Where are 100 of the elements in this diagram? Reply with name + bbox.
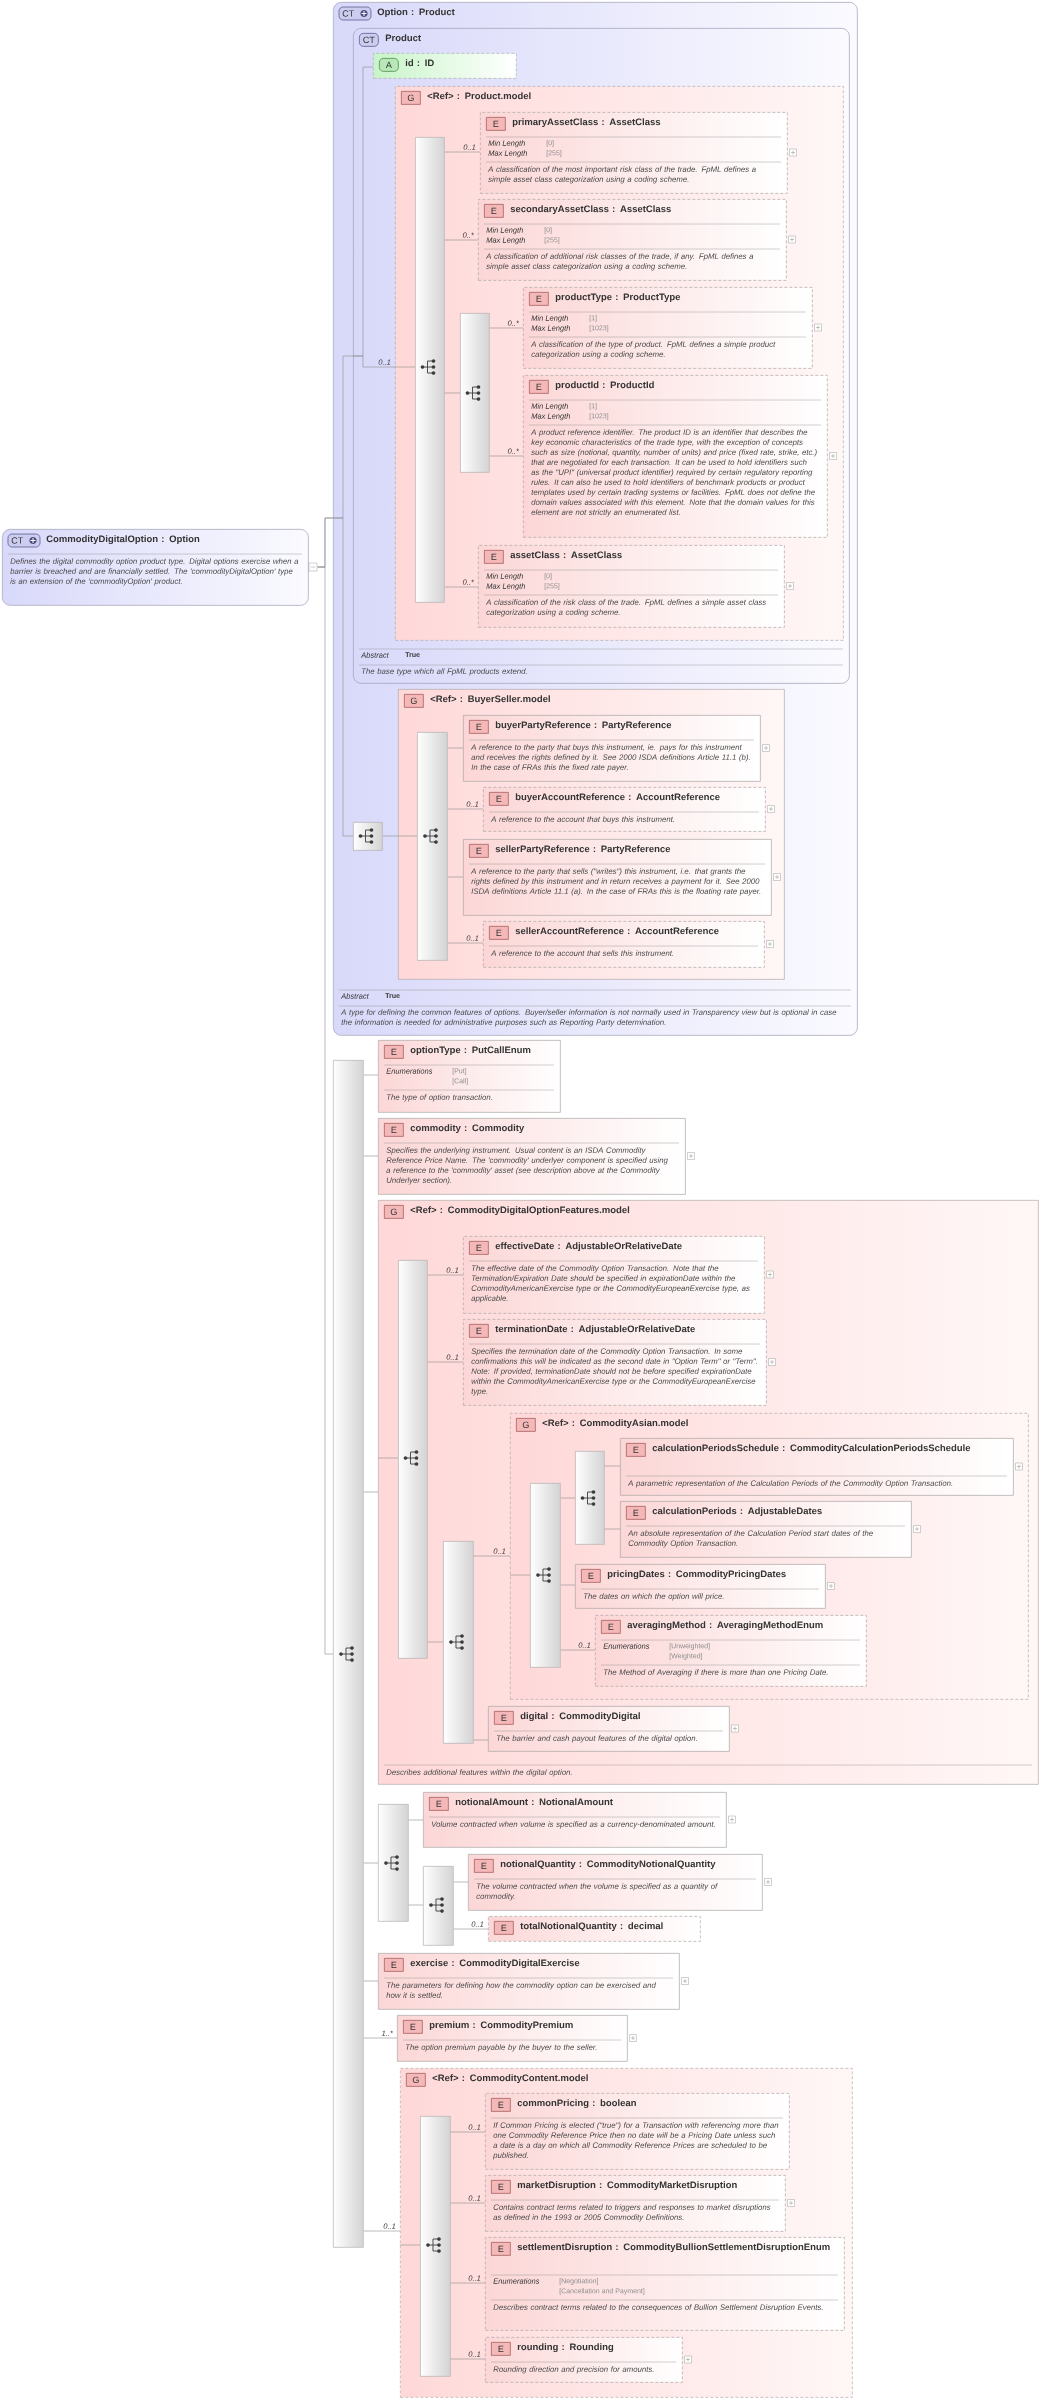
type-badge: E [469, 844, 489, 858]
element-name: CommodityDigitalOption : Option [46, 535, 200, 545]
element-box [488, 1916, 701, 1942]
sequence-bar [443, 1541, 474, 1744]
connector-line [450, 2358, 486, 2360]
connector-line [453, 1928, 489, 1930]
sequence-bar [378, 1804, 409, 1922]
type-badge: G [401, 91, 421, 105]
type-badge: E [384, 1958, 404, 1972]
element-box [478, 199, 787, 281]
element-name: Option : Product [377, 8, 455, 18]
sequence-bar [530, 1483, 561, 1668]
connector-line [427, 1641, 444, 1643]
element-box [523, 287, 813, 369]
element-box [620, 1438, 1014, 1496]
connector-line [560, 1649, 596, 1651]
element-name: <Ref> : CommodityDigitalOptionFeatures.model [410, 1206, 630, 1216]
connector-line [363, 1491, 379, 1493]
connector-line [473, 1555, 511, 1557]
element-name: averagingMethod : AveragingMethodEnum [627, 1621, 823, 1631]
type-badge: E [581, 1569, 601, 1583]
element-box [595, 1615, 867, 1687]
type-badge: E [429, 1797, 449, 1811]
type-badge: A [379, 58, 399, 72]
element-box [463, 1319, 767, 1406]
element-name: <Ref> : CommodityAsian.model [542, 1419, 688, 1429]
connector-line [363, 1074, 379, 1076]
connector-line [397, 835, 418, 837]
sequence-bar [417, 732, 448, 961]
element-name: secondaryAssetClass : AssetClass [510, 205, 671, 215]
element-name: buyerPartyReference : PartyReference [495, 721, 672, 731]
connector-line [317, 566, 334, 1655]
type-badge: E [494, 1711, 514, 1725]
type-badge: E [491, 2342, 511, 2356]
element-box [480, 112, 788, 194]
element-box [488, 1706, 730, 1752]
connector-line [408, 1904, 424, 1906]
connector-line [453, 1881, 469, 1883]
element-name: assetClass : AssetClass [510, 551, 622, 559]
sequence-bar [460, 313, 490, 473]
connector-line [450, 2282, 486, 2284]
connector-line [444, 586, 479, 588]
type-badge: G [404, 694, 424, 708]
type-badge: E [484, 204, 504, 218]
element-name: productId : ProductId [555, 381, 654, 391]
element-name: optionType : PutCallEnum [410, 1046, 531, 1056]
type-badge: E [384, 1123, 404, 1137]
element-name: <Ref> : BuyerSeller.model [430, 695, 550, 705]
connector-line [363, 2037, 398, 2039]
connector-line [444, 151, 481, 153]
type-badge: E [491, 2098, 511, 2112]
element-box [397, 2015, 628, 2062]
connector-line [363, 1980, 379, 1982]
type-badge: G [384, 1205, 404, 1219]
connector-line [427, 1361, 464, 1363]
type-badge: E [484, 550, 504, 564]
connector-line [489, 327, 524, 329]
connector-line [604, 1528, 621, 1530]
type-badge: E [403, 2020, 423, 2034]
element-box [485, 2175, 786, 2232]
type-badge: E [529, 292, 549, 306]
connector-line [560, 1497, 576, 1499]
element-name: effectiveDate : AdjustableOrRelativeDate [495, 1242, 682, 1252]
element-name: rounding : Rounding [517, 2343, 614, 2353]
type-badge: E [491, 2180, 511, 2194]
sequence-bar [398, 1260, 428, 1659]
element-box [485, 2093, 790, 2170]
type-badge: E [384, 1045, 404, 1059]
element-name: buyerAccountReference : AccountReference [515, 793, 720, 803]
type-badge: E [491, 2242, 511, 2256]
connector-line [444, 392, 461, 394]
element-name: digital : CommodityDigital [520, 1712, 640, 1722]
element-name: sellerPartyReference : PartyReference [495, 845, 671, 855]
connector-line [447, 747, 464, 749]
element-name: productType : ProductType [555, 293, 681, 303]
type-badge: CT [359, 33, 379, 47]
element-name: sellerAccountReference : AccountReference [515, 927, 719, 935]
sequence-bar [575, 1451, 605, 1545]
connector-line [408, 1819, 424, 1821]
sequence-bar [423, 1866, 454, 1946]
element-name: id : ID [405, 59, 434, 67]
type-badge: CT [7, 533, 41, 548]
connector-line [399, 2244, 421, 2246]
connector-line [450, 2202, 486, 2204]
connector-line [352, 355, 396, 368]
element-box [523, 375, 828, 538]
connector-line [427, 1274, 464, 1276]
element-name: notionalAmount : NotionalAmount [455, 1798, 613, 1806]
element-name: primaryAssetClass : AssetClass [512, 118, 661, 128]
element-box [483, 787, 766, 832]
element-name: commodity : Commodity [410, 1124, 525, 1134]
element-box [485, 2237, 845, 2331]
type-badge: E [494, 1921, 514, 1935]
connector-line [489, 455, 524, 457]
type-badge: E [486, 117, 506, 131]
type-badge: E [469, 720, 489, 734]
type-badge: E [474, 1859, 494, 1873]
connector-line [450, 2131, 486, 2133]
type-badge: G [516, 1418, 536, 1432]
attribute-box [373, 53, 517, 79]
